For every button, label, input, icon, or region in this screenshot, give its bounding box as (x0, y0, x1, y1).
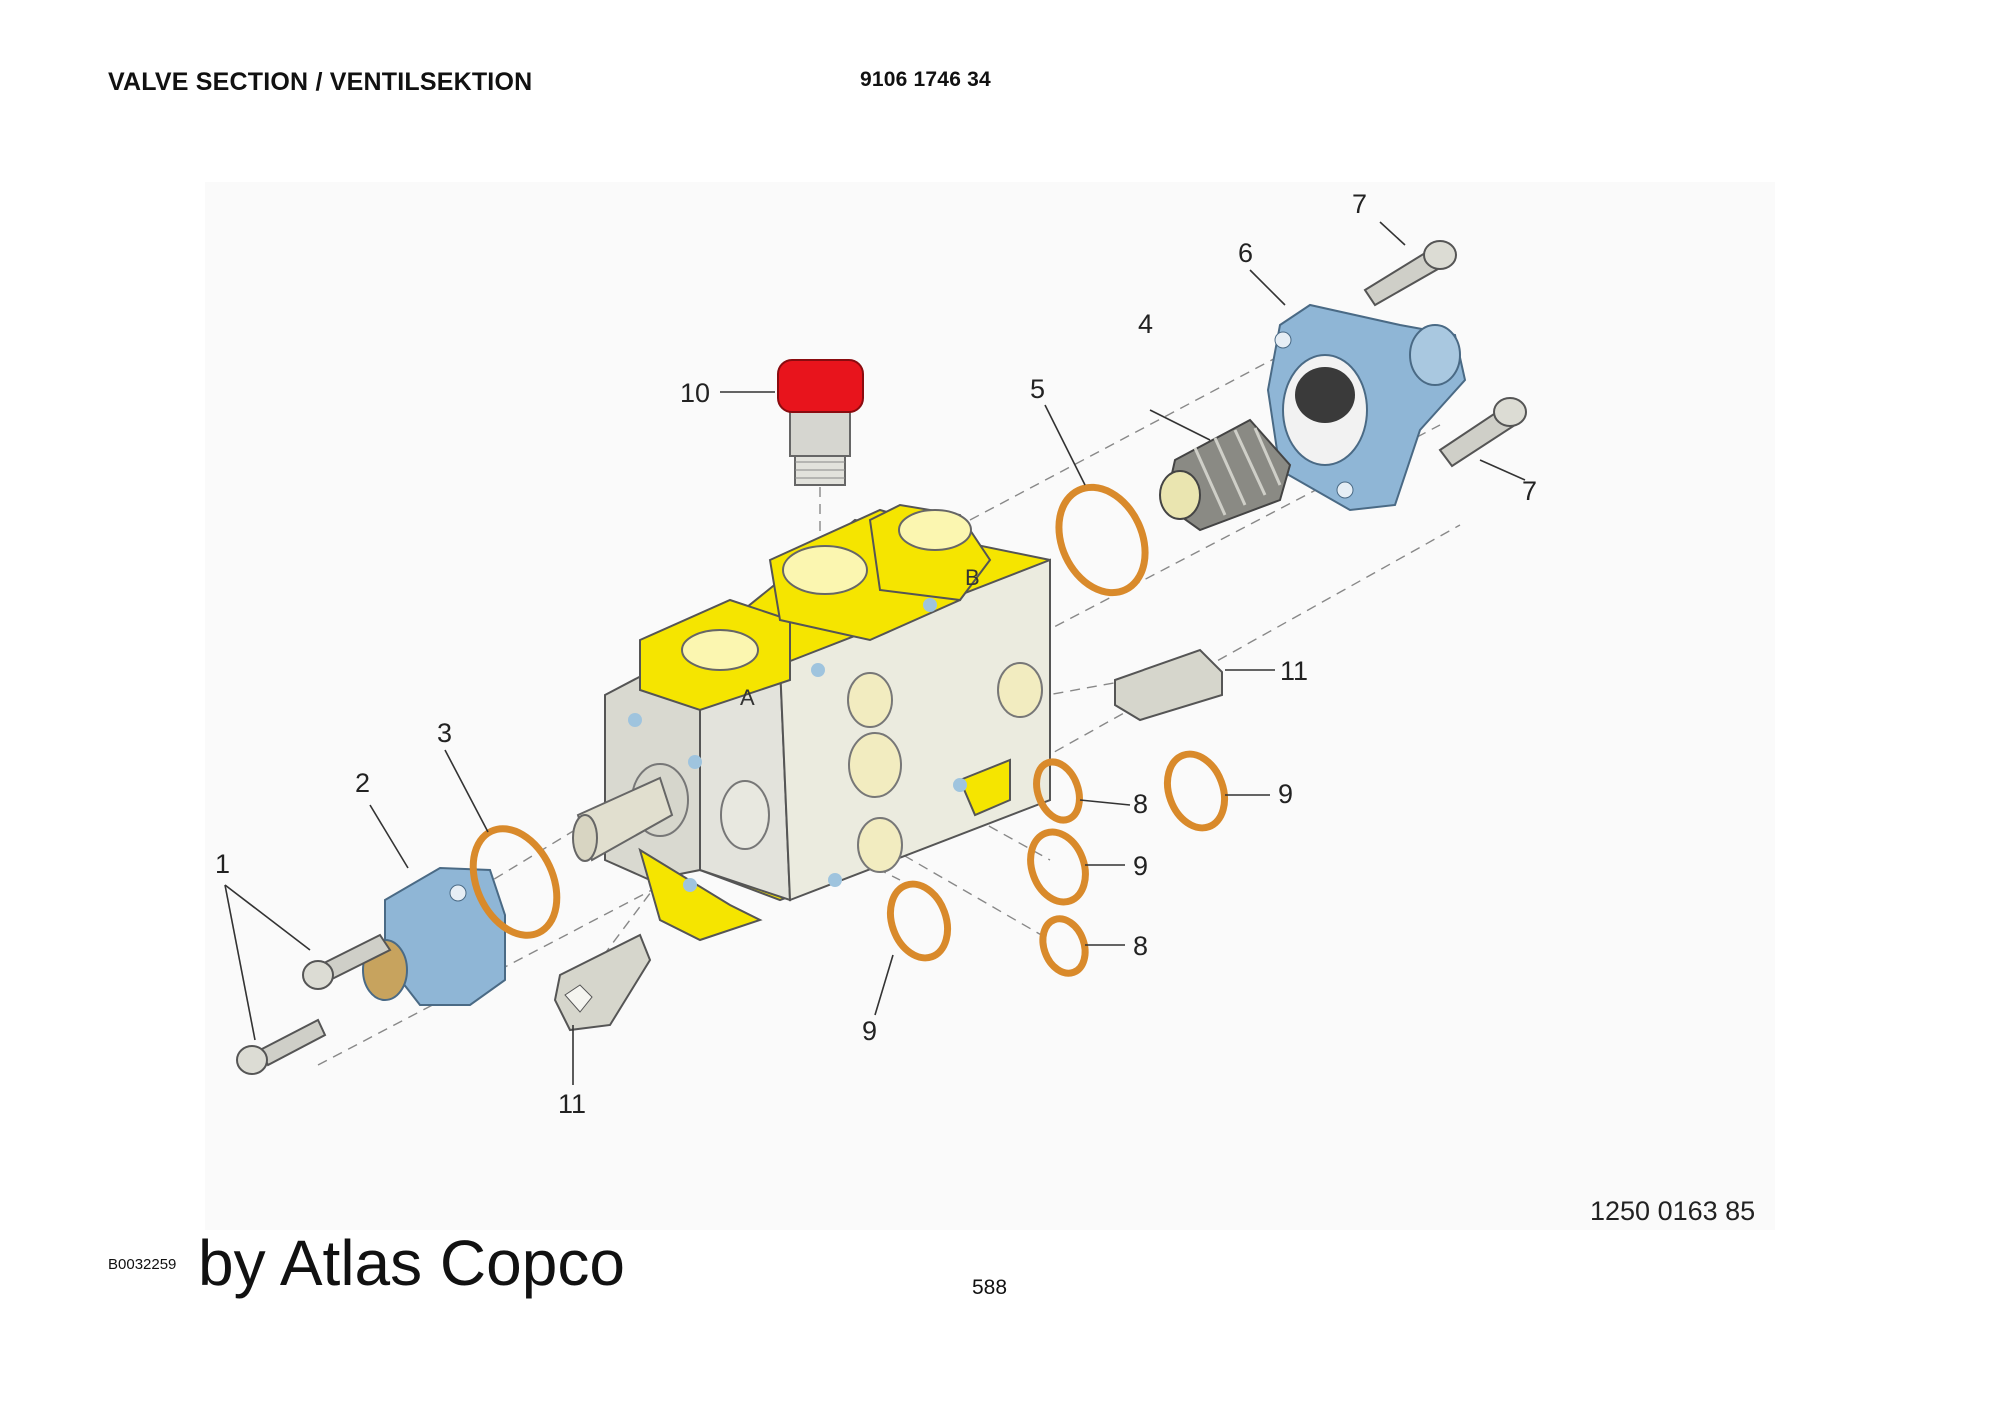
image-code: B0032259 (108, 1256, 177, 1273)
callout-5: 5 (1030, 374, 1045, 404)
callout-7-right: 7 (1522, 476, 1537, 506)
callout-9-right: 9 (1278, 779, 1293, 809)
leader-lines (224, 221, 1526, 1085)
spool-shaft (572, 776, 674, 862)
callout-4: 4 (1138, 309, 1153, 339)
check-valve-right (1114, 648, 1223, 722)
port-a-label: A (740, 685, 755, 710)
callout-2: 2 (355, 768, 370, 798)
part-number: 9106 1746 34 (860, 68, 991, 91)
spring-assembly (1159, 418, 1292, 532)
exploded-view-drawing: A B (215, 189, 1537, 1119)
callout-8-upper: 8 (1133, 789, 1148, 819)
callout-8-lower: 8 (1133, 931, 1148, 961)
callouts: 1 2 3 4 5 6 7 7 8 8 9 9 9 10 11 11 (215, 189, 1537, 1119)
callout-6: 6 (1238, 238, 1253, 268)
callout-9-middle: 9 (1133, 851, 1148, 881)
callout-11-right: 11 (1280, 656, 1308, 686)
valve-body: A B (604, 503, 1051, 942)
callout-9-bottom: 9 (862, 1016, 877, 1046)
page-title: VALVE SECTION / VENTILSEKTION (108, 68, 533, 96)
page-number: 588 (972, 1276, 1008, 1299)
red-plug (777, 359, 864, 486)
check-valve-left (553, 933, 652, 1032)
callout-10: 10 (680, 378, 710, 408)
drawing-reference-number: 1250 0163 85 (1590, 1196, 1756, 1226)
callout-7-top: 7 (1352, 189, 1367, 219)
exploded-view-panel: A B (205, 182, 1775, 1230)
callout-3: 3 (437, 718, 452, 748)
watermark-text: by Atlas Copco (198, 1227, 625, 1299)
o-rings (469, 483, 1229, 977)
callout-1: 1 (215, 849, 230, 879)
end-cap-right (1266, 303, 1467, 512)
callout-11-bottom: 11 (558, 1089, 586, 1119)
end-cap-left (362, 866, 506, 1006)
screws (236, 240, 1527, 1075)
port-b-label: B (965, 565, 980, 590)
